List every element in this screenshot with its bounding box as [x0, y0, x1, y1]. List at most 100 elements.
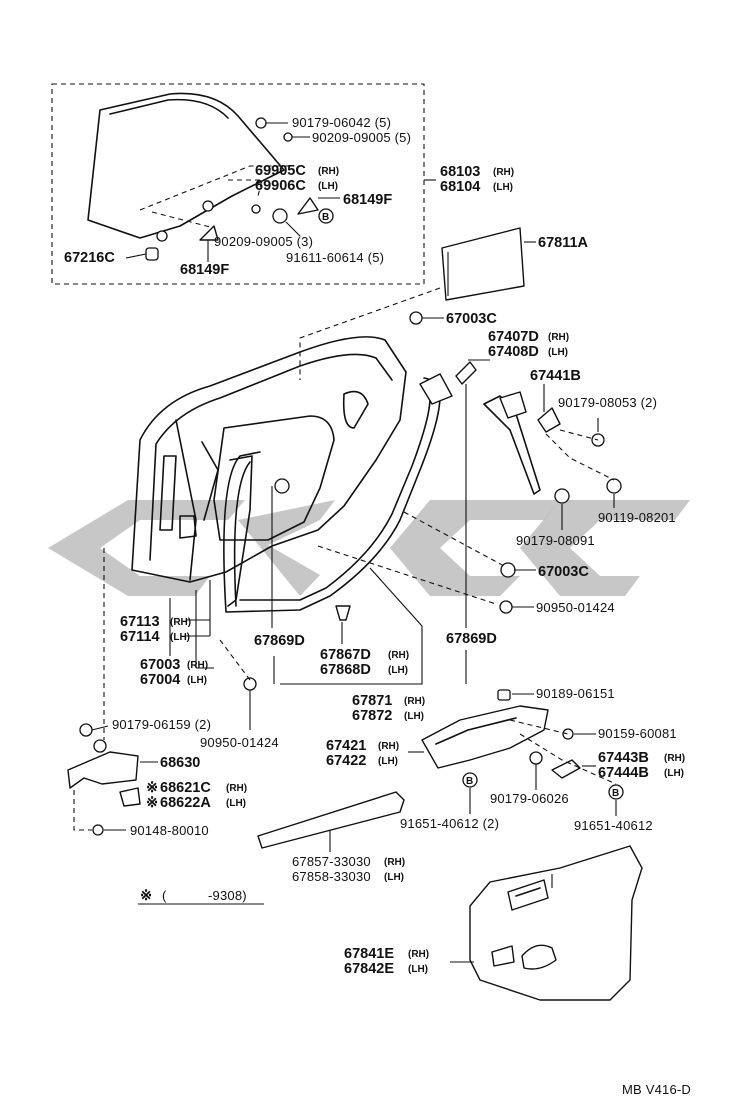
door-trim-panel	[450, 845, 643, 1001]
label-67003-side: (RH)	[187, 660, 208, 671]
label-90179-08053: 90179-08053 (2)	[558, 395, 657, 410]
label-67842e-side: (LH)	[408, 964, 428, 975]
label-91651-40612: 91651-40612	[574, 818, 653, 833]
legend-range: -9308)	[208, 888, 247, 903]
label-67004: 67004	[140, 672, 180, 688]
label-90159-60081: 90159-60081	[598, 726, 677, 741]
label-90950-01424-left: 90950-01424	[200, 735, 279, 750]
glass-box	[51, 83, 436, 285]
label-67421-side: (RH)	[378, 741, 399, 752]
label-67422-side: (LH)	[378, 756, 398, 767]
label-67841e: 67841E	[344, 946, 394, 962]
label-90119-08201: 90119-08201	[598, 510, 676, 525]
label-67408d-side: (LH)	[548, 347, 568, 358]
hinge	[67, 723, 158, 836]
label-67004-side: (LH)	[187, 675, 207, 686]
label-67407d: 67407D	[488, 329, 539, 345]
b-markers: B B	[466, 776, 619, 799]
door-fasteners	[243, 311, 516, 691]
label-67857-33030: 67857-33030	[292, 854, 371, 869]
label-68103-side: (RH)	[493, 167, 514, 178]
label-67443b: 67443B	[598, 750, 649, 766]
label-67872-side: (LH)	[404, 711, 424, 722]
label-68149f-upper: 68149F	[343, 192, 392, 208]
belt-moulding	[257, 791, 405, 852]
label-91651-40612-2: 91651-40612 (2)	[400, 816, 499, 831]
label-67114: 67114	[120, 629, 160, 645]
door-glass	[87, 92, 319, 261]
window-regulator	[483, 391, 622, 504]
label-67113: 67113	[120, 614, 160, 630]
b-marker-1-text: B	[322, 212, 329, 223]
label-67003c-mid: 67003C	[538, 564, 589, 580]
label-67872: 67872	[352, 708, 392, 724]
label-67869d-left: 67869D	[254, 633, 305, 649]
label-68103: 68103	[440, 164, 480, 180]
label-90179-06026: 90179-06026	[490, 791, 569, 806]
label-67422: 67422	[326, 753, 366, 769]
b-marker-1	[318, 208, 334, 224]
label-67444b-side: (LH)	[664, 768, 684, 779]
weatherstrip	[223, 361, 477, 613]
label-67444b: 67444B	[598, 765, 649, 781]
label-67811a: 67811A	[538, 235, 589, 251]
label-69905c: 69905C	[255, 163, 306, 179]
label-68149f-lower: 68149F	[180, 262, 229, 278]
label-90179-08091: 90179-08091	[516, 533, 595, 548]
label-69906c-side: (LH)	[318, 181, 338, 192]
label-67857-side: (RH)	[384, 857, 405, 868]
label-90950-01424-right: 90950-01424	[536, 600, 615, 615]
label-90189-06151: 90189-06151	[536, 686, 615, 701]
door-shell	[131, 336, 407, 607]
label-67867d: 67867D	[320, 647, 371, 663]
door-handle-assembly	[408, 689, 624, 816]
legend-open: (	[162, 888, 167, 903]
label-67858-side: (LH)	[384, 872, 404, 883]
label-91611-60614: 91611-60614 (5)	[286, 250, 384, 265]
b-marker-3-text: B	[612, 788, 619, 799]
label-67407d-side: (RH)	[548, 332, 569, 343]
label-68630: 68630	[160, 755, 200, 771]
label-68104: 68104	[440, 179, 480, 195]
legend: ※ ( -9308)	[140, 888, 247, 904]
label-67421: 67421	[326, 738, 366, 754]
label-67858-33030: 67858-33030	[292, 869, 371, 884]
label-90209-09005-5: 90209-09005 (5)	[312, 130, 411, 145]
label-67408d: 67408D	[488, 344, 539, 360]
label-67868d: 67868D	[320, 662, 371, 678]
label-67868d-side: (LH)	[388, 665, 408, 676]
label-67871: 67871	[352, 693, 392, 709]
label-67114-side: (LH)	[170, 632, 190, 643]
label-68621c: 68621C	[160, 780, 211, 796]
label-69905c-side: (RH)	[318, 166, 339, 177]
label-68622a-side: (LH)	[226, 798, 246, 809]
label-90179-06159: 90179-06159 (2)	[112, 717, 211, 732]
label-68622a: 68622A	[160, 795, 211, 811]
label-90148-80010: 90148-80010	[130, 823, 209, 838]
leader-lines	[103, 122, 615, 740]
glass-channel	[299, 227, 525, 380]
label-67842e: 67842E	[344, 961, 394, 977]
asterisk-68621c: ※	[146, 780, 158, 796]
legend-mark: ※	[140, 888, 152, 904]
label-67869d-right: 67869D	[446, 631, 497, 647]
label-67871-side: (RH)	[404, 696, 425, 707]
label-67441b: 67441B	[530, 368, 581, 384]
part-labels: 90179-06042 (5) 90209-09005 (5) 69905C (…	[64, 115, 685, 977]
label-68104-side: (LH)	[493, 182, 513, 193]
label-67003: 67003	[140, 657, 180, 673]
label-67003c-top: 67003C	[446, 311, 497, 327]
label-67841e-side: (RH)	[408, 949, 429, 960]
diagram-code: MB V416-D	[622, 1082, 691, 1097]
label-67867d-side: (RH)	[388, 650, 409, 661]
label-67443b-side: (RH)	[664, 753, 685, 764]
label-67113-side: (RH)	[170, 617, 191, 628]
b-marker-2-text: B	[466, 776, 473, 787]
label-68621c-side: (RH)	[226, 783, 247, 794]
label-69906c: 69906C	[255, 178, 306, 194]
asterisk-68622a: ※	[146, 795, 158, 811]
label-67216c: 67216C	[64, 250, 115, 266]
label-90179-06042: 90179-06042 (5)	[292, 115, 391, 130]
label-90209-09005-3: 90209-09005 (3)	[214, 234, 313, 249]
